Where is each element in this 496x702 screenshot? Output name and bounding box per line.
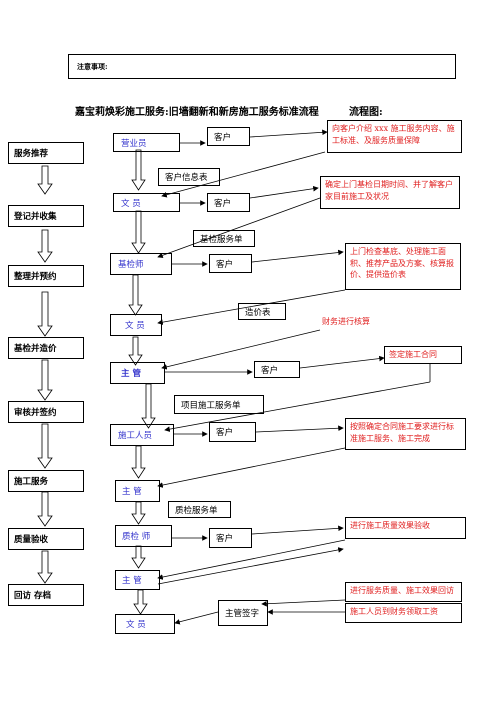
action-contract: 签定施工合同 (384, 346, 462, 364)
role-supervisor: 主 管 (110, 362, 165, 384)
notes-box: 注意事项: (68, 54, 456, 79)
doc-inspection-sheet: 基检服务单 (193, 230, 255, 247)
stage-construction: 施工服务 (8, 470, 84, 492)
customer-box: 客户 (209, 422, 256, 442)
action-schedule: 确定上门基检日期时间、并了解客户家目前施工及状况 (320, 176, 460, 209)
action-wages: 施工人员到财务领取工资 (345, 603, 462, 623)
stage-review-sign: 审核并签约 (8, 401, 84, 423)
customer-box: 客户 (209, 528, 252, 548)
stage-quality-accept: 质量验收 (8, 528, 84, 550)
action-construct: 按照确定合同施工要求进行标准施工服务、施工完成 (345, 418, 466, 450)
role-salesperson: 营业员 (113, 133, 180, 152)
customer-box: 客户 (254, 361, 300, 378)
doc-customer-info: 客户信息表 (158, 168, 220, 186)
role-quality-inspector: 质检 师 (115, 525, 172, 547)
role-clerk: 文 员 (115, 614, 175, 634)
role-supervisor: 主 管 (115, 570, 160, 590)
flowchart-label: 流程图: (349, 107, 383, 118)
doc-quote: 造价表 (238, 303, 286, 320)
action-acceptance: 进行施工质量效果验收 (345, 517, 466, 539)
role-supervisor: 主 管 (115, 480, 160, 502)
stage-revisit-archive: 回访 存档 (8, 584, 84, 606)
action-revisit: 进行服务质量、施工效果回访 (345, 582, 462, 602)
action-introduce: 向客户介绍 xxx 施工服务内容、施工标准、及服务质量保障 (327, 120, 462, 153)
doc-qc-sheet: 质检服务单 (168, 501, 231, 518)
doc-supervisor-sign: 主管签字 (218, 600, 268, 626)
stage-inspect-quote: 基检并造价 (8, 337, 84, 359)
role-construction-worker: 施工人员 (110, 424, 174, 446)
doc-project-sheet: 项目施工服务单 (174, 395, 264, 414)
action-finance: 财务进行核算 (322, 317, 370, 326)
customer-box: 客户 (207, 127, 250, 146)
role-inspector: 基检师 (110, 253, 172, 275)
page-title: 嘉宝莉焕彩施工服务:旧墙翻新和新房施工服务标准流程 (75, 107, 319, 118)
notes-label: 注意事项: (77, 62, 108, 71)
role-clerk: 文 员 (110, 314, 162, 336)
action-inspect: 上门检查基底、处理施工面积、推荐产品及方案、核算报价、提供造价表 (345, 243, 461, 290)
stage-organize-book: 整理并预约 (8, 265, 84, 287)
customer-box: 客户 (209, 254, 252, 273)
customer-box: 客户 (207, 193, 250, 212)
stage-service-recommend: 服务推荐 (8, 142, 84, 164)
stage-register-collect: 登记并收集 (8, 205, 84, 227)
role-clerk: 文 员 (113, 193, 180, 212)
